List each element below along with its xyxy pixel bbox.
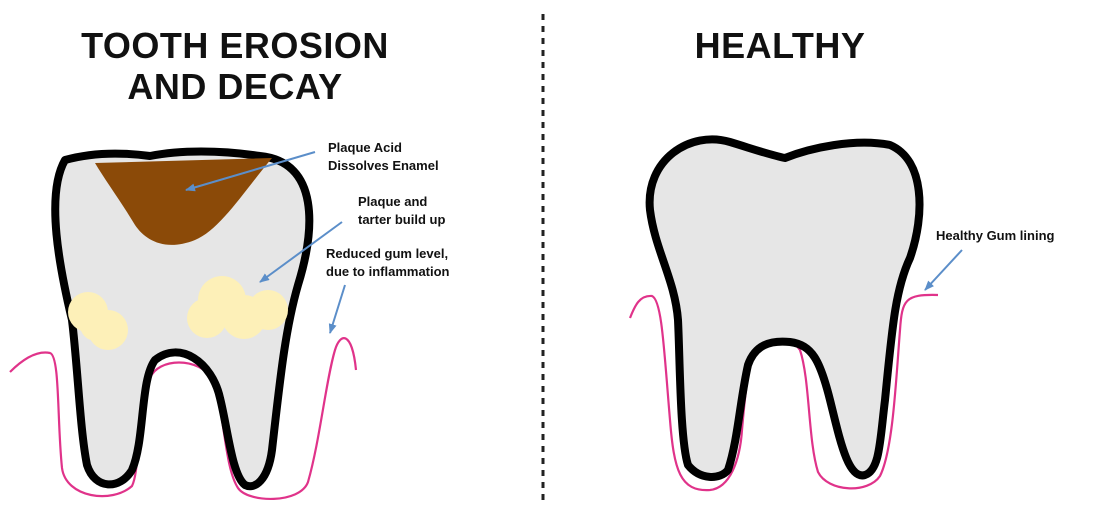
label-plaque-tarter-line1: Plaque and xyxy=(358,193,445,211)
arrow-healthy-gum xyxy=(925,250,962,290)
label-plaque-acid: Plaque Acid Dissolves Enamel xyxy=(328,139,439,175)
title-tooth-erosion: TOOTH EROSION xyxy=(20,27,450,65)
label-reduced-gum-line1: Reduced gum level, xyxy=(326,245,450,263)
label-reduced-gum-line2: due to inflammation xyxy=(326,263,450,281)
label-plaque-tarter: Plaque and tarter build up xyxy=(358,193,445,229)
title-healthy: HEALTHY xyxy=(630,27,930,65)
arrow-reduced-gum xyxy=(330,285,345,333)
label-plaque-acid-line2: Dissolves Enamel xyxy=(328,157,439,175)
gum-line-receded xyxy=(10,338,356,499)
label-plaque-tarter-line2: tarter build up xyxy=(358,211,445,229)
label-healthy-gum: Healthy Gum lining xyxy=(936,227,1054,245)
label-plaque-acid-line1: Plaque Acid xyxy=(328,139,439,157)
title-and-decay: AND DECAY xyxy=(20,68,450,106)
tooth-healthy xyxy=(650,139,920,477)
label-reduced-gum: Reduced gum level, due to inflammation xyxy=(326,245,450,281)
